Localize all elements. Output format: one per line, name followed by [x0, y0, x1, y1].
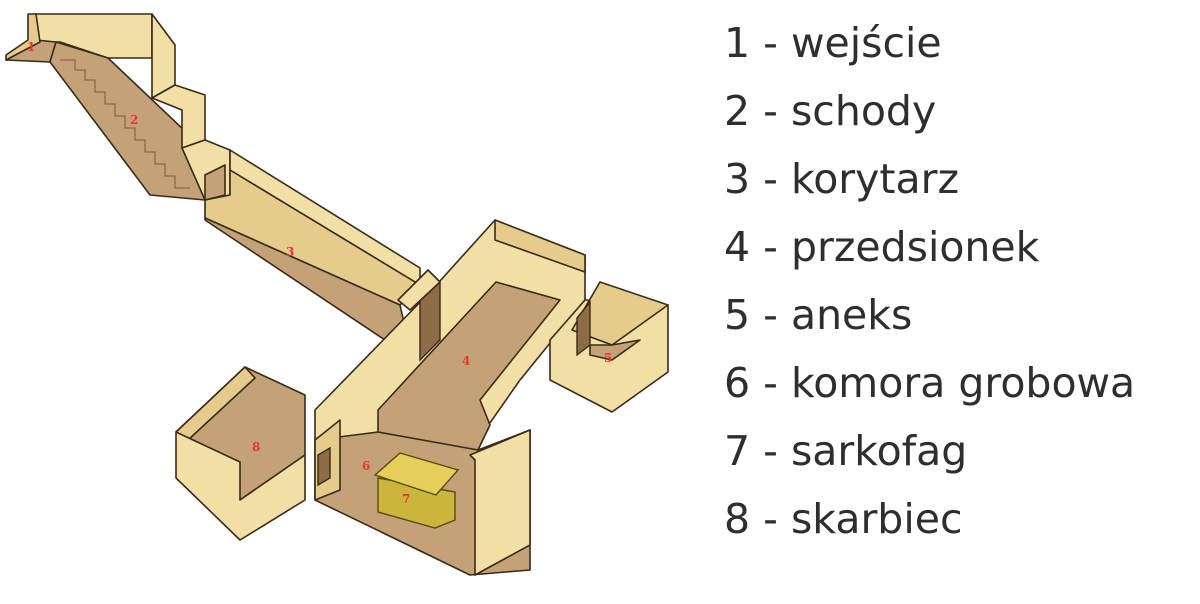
stairs	[49, 13, 231, 201]
legend-item-sarcophagus: 7 - sarkofag	[724, 427, 968, 475]
label-6: 6	[362, 459, 370, 473]
label-8: 8	[252, 440, 260, 454]
label-3: 3	[286, 245, 294, 259]
label-2: 2	[130, 113, 138, 127]
legend-item-burial-chamber: 6 - komora grobowa	[724, 359, 1136, 407]
tomb-diagram: 1 2 3 4 5 6 7 8	[5, 13, 669, 576]
legend-item-antechamber: 4 - przedsionek	[724, 223, 1040, 271]
legend: 1 - wejście 2 - schody 3 - korytarz 4 - …	[724, 14, 1135, 558]
legend-item-corridor: 3 - korytarz	[724, 155, 960, 203]
label-4: 4	[462, 354, 470, 368]
legend-item-annex: 5 - aneks	[724, 291, 913, 339]
sarcophagus	[373, 452, 460, 529]
treasury	[175, 366, 306, 541]
legend-item-stairs: 2 - schody	[724, 87, 937, 135]
entrance	[5, 13, 153, 63]
corridor	[204, 149, 421, 341]
annex	[549, 281, 669, 413]
label-5: 5	[604, 351, 612, 365]
legend-item-treasury: 8 - skarbiec	[724, 495, 963, 543]
label-7: 7	[402, 492, 410, 506]
label-1: 1	[27, 40, 35, 54]
legend-item-entrance: 1 - wejście	[724, 19, 942, 67]
